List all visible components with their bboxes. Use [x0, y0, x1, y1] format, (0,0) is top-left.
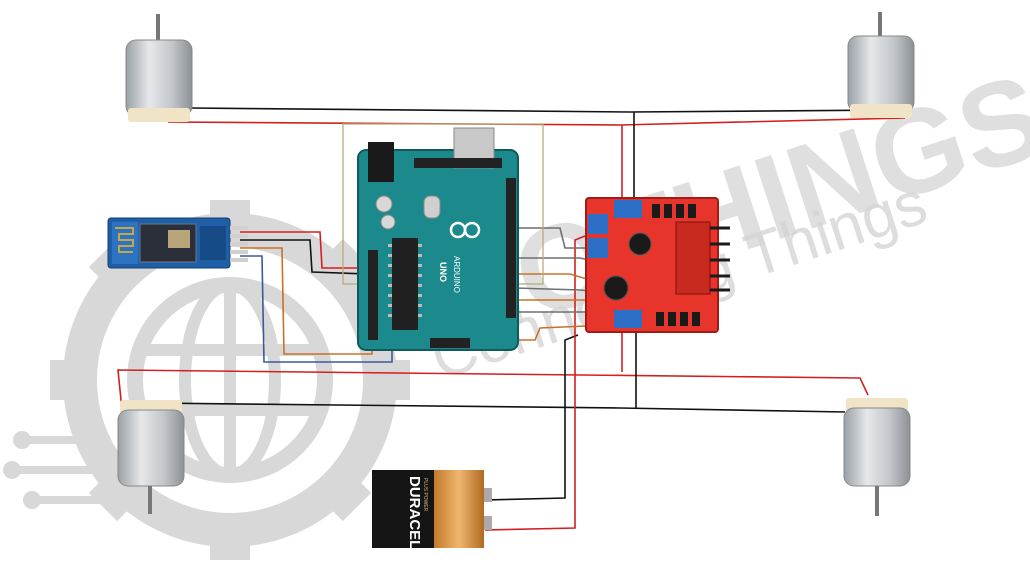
arduino-brand-label: ARDUINO — [452, 256, 461, 293]
wire-battery-red — [484, 235, 586, 531]
terminal-top — [614, 200, 642, 218]
l298n-motor-driver — [585, 197, 730, 333]
9v-battery: DURACELL PLUS POWER — [372, 470, 492, 559]
atmega-chip — [392, 238, 418, 330]
wire-bottom-red — [117, 369, 869, 411]
wire-top-red — [167, 117, 906, 126]
wire-bt-red — [240, 231, 366, 269]
wire-bottom-black — [149, 402, 846, 413]
wire-bt-blue — [240, 255, 393, 363]
terminal-left-1 — [588, 214, 608, 234]
wire-battery-black — [484, 334, 579, 501]
wire-top-black — [189, 107, 901, 113]
terminal-bottom — [614, 310, 642, 328]
gear-watermark-icon — [3, 200, 410, 560]
arduino-uno-label: UNO — [438, 262, 448, 282]
motor-top-right — [847, 12, 915, 118]
motor-bottom-left — [117, 400, 185, 514]
motor-bottom-right — [843, 398, 911, 516]
battery-tagline: PLUS POWER — [422, 478, 428, 512]
bluetooth-module — [107, 217, 248, 269]
terminal-left-2 — [588, 238, 608, 258]
battery-brand: DURACELL — [406, 476, 423, 559]
wire-ard-drv-1 — [515, 227, 598, 249]
motor-top-left — [125, 14, 193, 122]
arduino-uno-board: UNO ARDUINO — [357, 127, 519, 351]
power-jack — [368, 142, 394, 182]
wire-bt-black — [240, 239, 367, 275]
arduino-logo-icon — [449, 221, 481, 239]
